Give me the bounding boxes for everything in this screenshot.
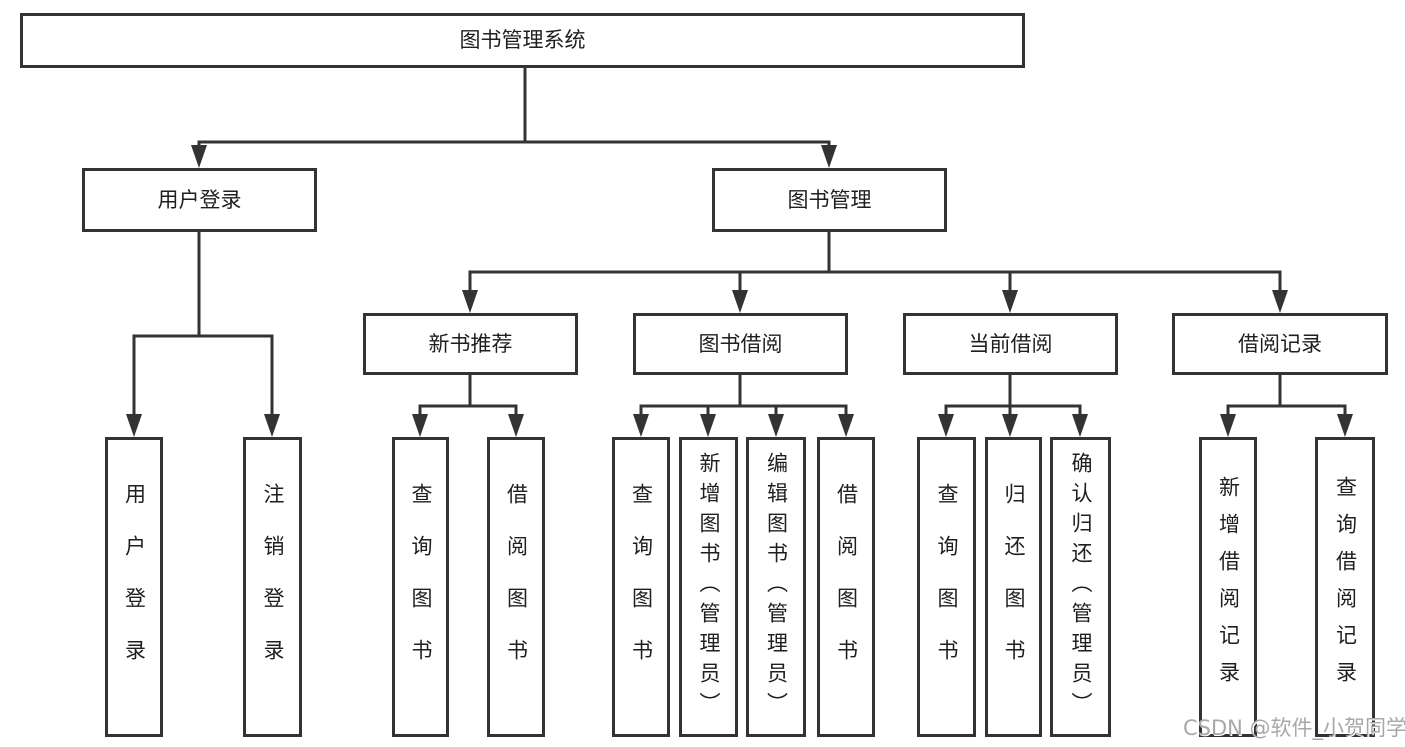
arrow-to-current-borrow <box>1002 290 1018 313</box>
node-current-borrow: 当前借阅 <box>903 313 1118 375</box>
connector-user-login-branch <box>132 230 274 422</box>
arrow-leaf-7 <box>768 414 784 437</box>
leaf-add-books-admin: 新增图书（管理员） <box>679 437 738 737</box>
connector-root-to-level2 <box>197 66 831 152</box>
connector-book-management-branch <box>468 230 1282 298</box>
node-book-borrow: 图书借阅 <box>633 313 848 375</box>
arrow-leaf-4 <box>508 414 524 437</box>
node-user-login: 用户登录 <box>82 168 317 232</box>
arrow-leaf-2 <box>264 414 280 437</box>
arrow-to-new-book <box>462 290 478 313</box>
arrow-to-records <box>1272 290 1288 313</box>
arrow-leaf-3 <box>412 414 428 437</box>
node-library-management-system: 图书管理系统 <box>20 13 1025 68</box>
leaf-return-books: 归还图书 <box>985 437 1042 737</box>
node-label: 用户登录 <box>122 483 147 691</box>
leaf-borrow-books: 借阅图书 <box>817 437 875 737</box>
leaf-edit-books-admin: 编辑图书（管理员） <box>746 437 806 737</box>
node-label: 借阅图书 <box>834 483 859 691</box>
arrow-leaf-10 <box>1002 414 1018 437</box>
node-label: 图书管理 <box>787 187 872 212</box>
connector-new-book-branch <box>418 373 518 422</box>
node-label: 新书推荐 <box>428 331 513 356</box>
node-label: 编辑图书（管理员） <box>764 452 789 722</box>
leaf-add-borrow-record: 新增借阅记录 <box>1199 437 1257 737</box>
arrow-leaf-5 <box>633 414 649 437</box>
arrow-leaf-12 <box>1220 414 1236 437</box>
arrow-leaf-8 <box>838 414 854 437</box>
node-label: 图书管理系统 <box>459 28 586 52</box>
arrow-to-book-management <box>821 145 837 168</box>
arrow-leaf-13 <box>1337 414 1353 437</box>
node-label: 新增图书（管理员） <box>697 452 721 722</box>
node-label: 查询借阅记录 <box>1333 476 1358 698</box>
leaf-query-borrow-record: 查询借阅记录 <box>1315 437 1375 737</box>
node-label: 图书借阅 <box>698 331 783 356</box>
arrow-leaf-11 <box>1072 414 1088 437</box>
node-new-book-recommend: 新书推荐 <box>363 313 578 375</box>
node-borrow-records: 借阅记录 <box>1172 313 1388 375</box>
leaf-confirm-return-admin: 确认归还（管理员） <box>1050 437 1111 737</box>
node-label: 注销登录 <box>261 483 285 691</box>
leaf-logout: 注销登录 <box>243 437 302 737</box>
connector-current-borrow-branch <box>944 373 1082 422</box>
arrow-to-book-borrow <box>732 290 748 313</box>
node-label: 用户登录 <box>157 187 242 212</box>
node-label: 借阅图书 <box>504 483 529 691</box>
connector-book-borrow-branch <box>639 373 848 422</box>
arrow-leaf-1 <box>126 414 142 437</box>
leaf-query-books-current: 查询图书 <box>917 437 976 737</box>
leaf-user-login: 用户登录 <box>105 437 163 737</box>
node-label: 借阅记录 <box>1238 331 1322 356</box>
connector-records-branch <box>1226 373 1347 422</box>
node-label: 查询图书 <box>409 483 433 691</box>
leaf-query-books-borrow: 查询图书 <box>612 437 670 737</box>
node-label: 当前借阅 <box>968 331 1053 356</box>
csdn-watermark: CSDN @软件_小贺同学 <box>1183 716 1405 740</box>
arrow-leaf-6 <box>700 414 716 437</box>
node-label: 归还图书 <box>1002 483 1026 691</box>
arrow-leaf-9 <box>938 414 954 437</box>
leaf-borrow-books-recommend: 借阅图书 <box>487 437 545 737</box>
node-book-management: 图书管理 <box>712 168 947 232</box>
node-label: 查询图书 <box>629 483 654 691</box>
node-label: 确认归还（管理员） <box>1069 452 1093 722</box>
arrow-to-user-login <box>191 145 207 168</box>
leaf-query-books-recommend: 查询图书 <box>392 437 449 737</box>
node-label: 新增借阅记录 <box>1216 476 1241 698</box>
node-label: 查询图书 <box>935 483 959 691</box>
